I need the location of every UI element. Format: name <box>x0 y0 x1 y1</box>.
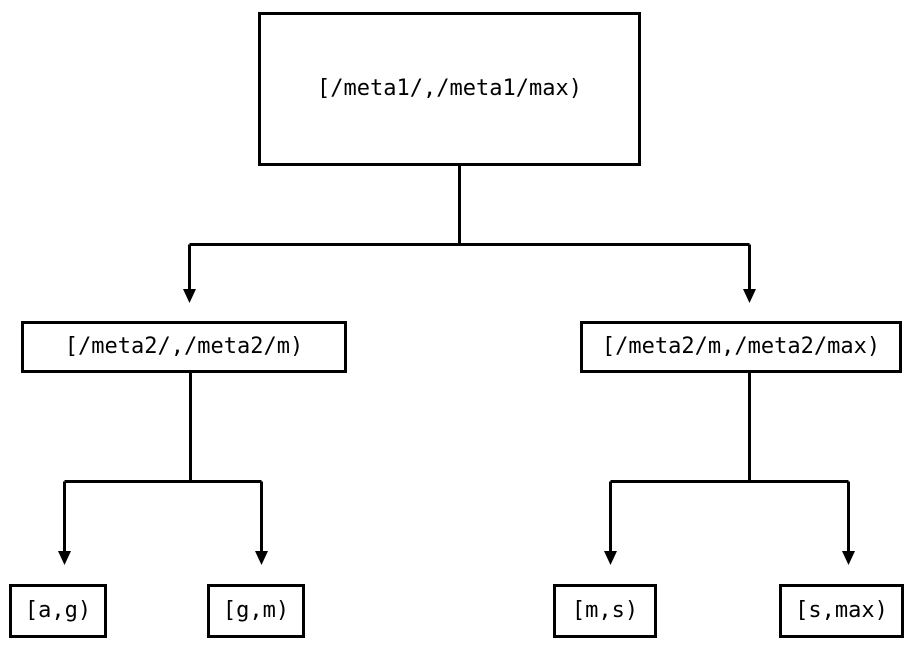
tree-node-root-label: [/meta1/,/meta1/max) <box>317 76 582 101</box>
tree-node-leaf-2-label: [g,m) <box>222 598 290 623</box>
tree-node-leaf-4[interactable]: [s,max) <box>779 584 904 638</box>
arrowhead-to-leaf-3 <box>604 551 617 565</box>
tree-node-mid-right-label: [/meta2/m,/meta2/max) <box>601 334 881 359</box>
tree-node-leaf-4-label: [s,max) <box>795 598 888 623</box>
tree-node-leaf-3-label: [m,s) <box>571 598 639 623</box>
arrowhead-to-leaf-1 <box>58 551 71 565</box>
arrowhead-to-leaf-2 <box>255 551 268 565</box>
tree-node-root[interactable]: [/meta1/,/meta1/max) <box>258 12 641 166</box>
tree-node-leaf-1-label: [a,g) <box>24 598 92 623</box>
tree-node-mid-left-label: [/meta2/,/meta2/m) <box>64 334 304 359</box>
arrowhead-to-mid-left <box>183 289 196 303</box>
tree-node-leaf-3[interactable]: [m,s) <box>553 584 657 638</box>
arrowhead-to-mid-right <box>743 289 756 303</box>
arrowhead-to-leaf-4 <box>842 551 855 565</box>
tree-node-mid-right[interactable]: [/meta2/m,/meta2/max) <box>580 321 902 373</box>
tree-node-leaf-1[interactable]: [a,g) <box>9 584 107 638</box>
tree-node-mid-left[interactable]: [/meta2/,/meta2/m) <box>21 321 347 373</box>
tree-node-leaf-2[interactable]: [g,m) <box>207 584 305 638</box>
